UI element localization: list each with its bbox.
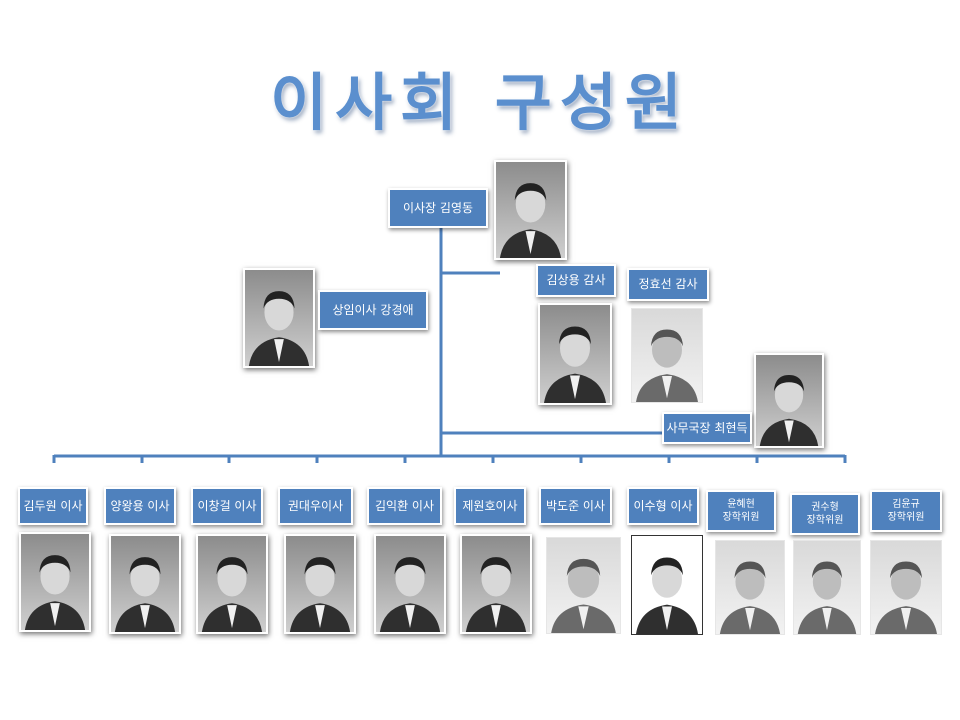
standing-director-photo [243, 268, 315, 368]
secretary-label: 사무국장 최현득 [662, 412, 752, 444]
member-label: 권대우이사 [278, 487, 353, 525]
member-label: 김두원 이사 [18, 487, 88, 525]
member-role: 장학위원 [887, 512, 925, 523]
member-photo [870, 540, 942, 635]
person-silhouette-icon [289, 557, 351, 632]
person-silhouette-icon [797, 561, 857, 634]
page-title: 이사회 구성원 [270, 66, 690, 139]
auditor-label: 정효선 감사 [627, 268, 709, 301]
person-silhouette-icon [499, 183, 562, 258]
member-label: 이수형 이사 [627, 487, 699, 525]
person-silhouette-icon [379, 557, 441, 632]
person-silhouette-icon [114, 557, 176, 632]
member-photo [284, 534, 356, 634]
member-name: 권수형 [811, 501, 839, 513]
member-photo [631, 535, 703, 635]
member-photo [793, 540, 861, 635]
member-name: 김익환 이사 [374, 498, 434, 513]
chair-label: 이사장 김영동 [388, 188, 488, 228]
member-photo [374, 534, 446, 634]
auditor-photo [538, 303, 612, 405]
person-silhouette-icon [636, 557, 698, 634]
member-label: 제원호이사 [454, 487, 526, 525]
member-photo [109, 534, 181, 634]
member-label: 박도준 이사 [539, 487, 612, 525]
person-silhouette-icon [248, 291, 310, 366]
member-name: 이창걸 이사 [197, 498, 257, 513]
member-label: 이창걸 이사 [191, 487, 263, 525]
person-silhouette-icon [544, 326, 606, 403]
chair-photo [494, 160, 567, 260]
member-label: 김익환 이사 [367, 487, 442, 525]
person-silhouette-icon [551, 558, 616, 633]
member-name: 윤혜현 [727, 498, 755, 510]
person-silhouette-icon [875, 561, 937, 634]
standing-director-label: 상임이사 강경애 [318, 290, 428, 330]
person-silhouette-icon [465, 557, 527, 632]
member-photo [715, 540, 785, 635]
member-photo [460, 534, 532, 634]
auditor-label: 김상용 감사 [536, 264, 616, 297]
member-name: 제원호이사 [462, 498, 518, 513]
auditor-photo [631, 308, 703, 403]
person-silhouette-icon [759, 375, 819, 446]
member-name: 김두원 이사 [23, 498, 83, 513]
member-name: 박도준 이사 [545, 498, 605, 513]
member-label: 양왕용 이사 [104, 487, 176, 525]
member-name: 이수형 이사 [633, 498, 693, 513]
person-silhouette-icon [201, 557, 263, 632]
member-role: 장학위원 [806, 515, 844, 526]
member-photo [196, 534, 268, 634]
person-silhouette-icon [24, 555, 86, 630]
member-name: 양왕용 이사 [110, 498, 170, 513]
person-silhouette-icon [719, 561, 781, 634]
member-role: 장학위원 [722, 512, 760, 523]
person-silhouette-icon [636, 329, 698, 402]
member-photo [546, 537, 621, 634]
member-photo [19, 532, 91, 632]
secretary-photo [754, 353, 824, 448]
member-name: 김윤규 [892, 498, 920, 510]
member-name: 권대우이사 [287, 498, 344, 513]
